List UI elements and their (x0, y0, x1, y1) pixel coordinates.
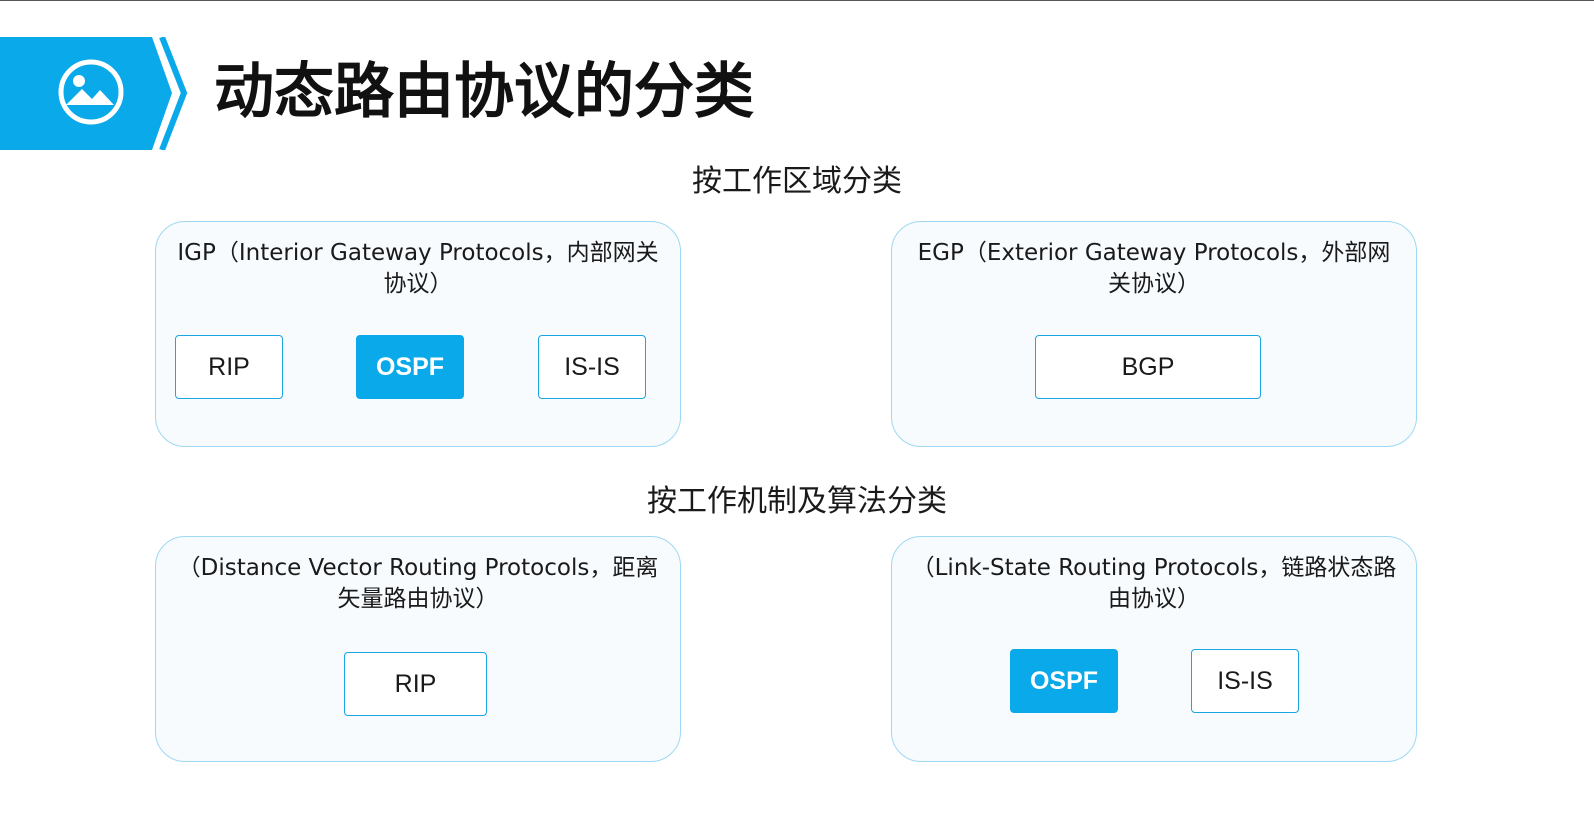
caption-line: 矢量路由协议） (337, 586, 499, 612)
panel-egp: EGP（Exterior Gateway Protocols，外部网 关协议） … (891, 221, 1417, 447)
protocol-box-bgp: BGP (1035, 335, 1261, 399)
caption-line: EGP（Exterior Gateway Protocols，外部网 (917, 240, 1391, 266)
protocol-box-rip: RIP (175, 335, 283, 399)
image-icon (58, 59, 124, 125)
panel-distance-vector: （Distance Vector Routing Protocols，距离 矢量… (155, 536, 681, 762)
panel-caption: （Distance Vector Routing Protocols，距离 矢量… (172, 553, 664, 615)
top-divider (0, 0, 1594, 1)
panel-igp: IGP（Interior Gateway Protocols，内部网关 协议） … (155, 221, 681, 447)
protocol-box-rip: RIP (344, 652, 487, 716)
panel-caption: EGP（Exterior Gateway Protocols，外部网 关协议） (908, 238, 1400, 300)
protocol-box-isis: IS-IS (538, 335, 646, 399)
protocol-box-ospf: OSPF (1010, 649, 1118, 713)
caption-line: IGP（Interior Gateway Protocols，内部网关 (177, 240, 659, 266)
panel-link-state: （Link-State Routing Protocols，链路状态路 由协议）… (891, 536, 1417, 762)
caption-line: 由协议） (1108, 586, 1200, 612)
panel-caption: （Link-State Routing Protocols，链路状态路 由协议） (908, 553, 1400, 615)
panel-caption: IGP（Interior Gateway Protocols，内部网关 协议） (172, 238, 664, 300)
caption-line: （Distance Vector Routing Protocols，距离 (177, 555, 659, 581)
protocol-box-ospf: OSPF (356, 335, 464, 399)
caption-line: （Link-State Routing Protocols，链路状态路 (911, 555, 1397, 581)
section-heading-mechanism: 按工作机制及算法分类 (647, 484, 947, 519)
caption-line: 关协议） (1108, 271, 1200, 297)
title-banner (0, 37, 188, 150)
slide-title: 动态路由协议的分类 (214, 57, 754, 127)
section-heading-area: 按工作区域分类 (692, 164, 902, 199)
caption-line: 协议） (383, 271, 453, 297)
protocol-box-isis: IS-IS (1191, 649, 1299, 713)
